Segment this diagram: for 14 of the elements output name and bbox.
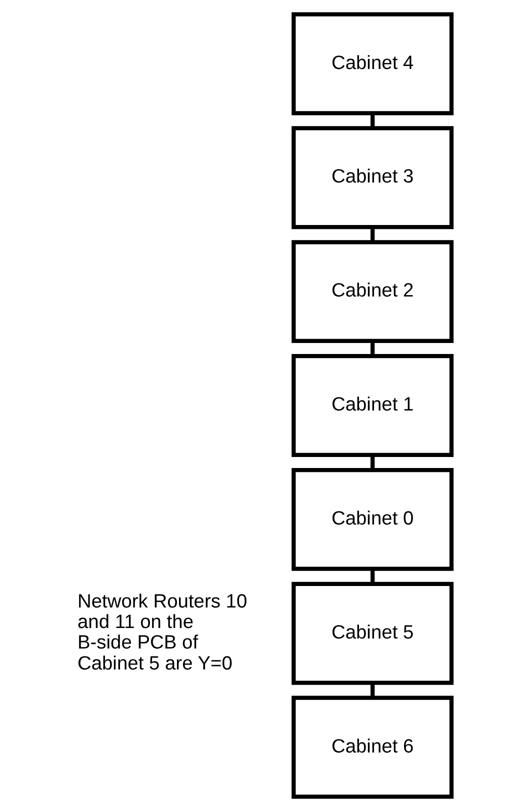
connector [370,227,375,242]
connector [370,455,375,470]
node-box: Cabinet 1 [292,354,454,457]
connector [370,569,375,584]
node-box: Cabinet 2 [292,240,454,344]
node-box: Cabinet 5 [292,582,454,685]
connector [370,341,375,356]
node-box: Cabinet 3 [292,126,454,230]
connector [370,114,375,128]
node-box: Cabinet 4 [292,12,454,116]
node-label: Network Routers 10 and 11 on the B-side PCB of Cabinet 5 are Y=0 [77,592,248,674]
node-box: Cabinet 6 [292,696,454,799]
connector [370,683,375,698]
node-box: Cabinet 0 [292,468,454,571]
